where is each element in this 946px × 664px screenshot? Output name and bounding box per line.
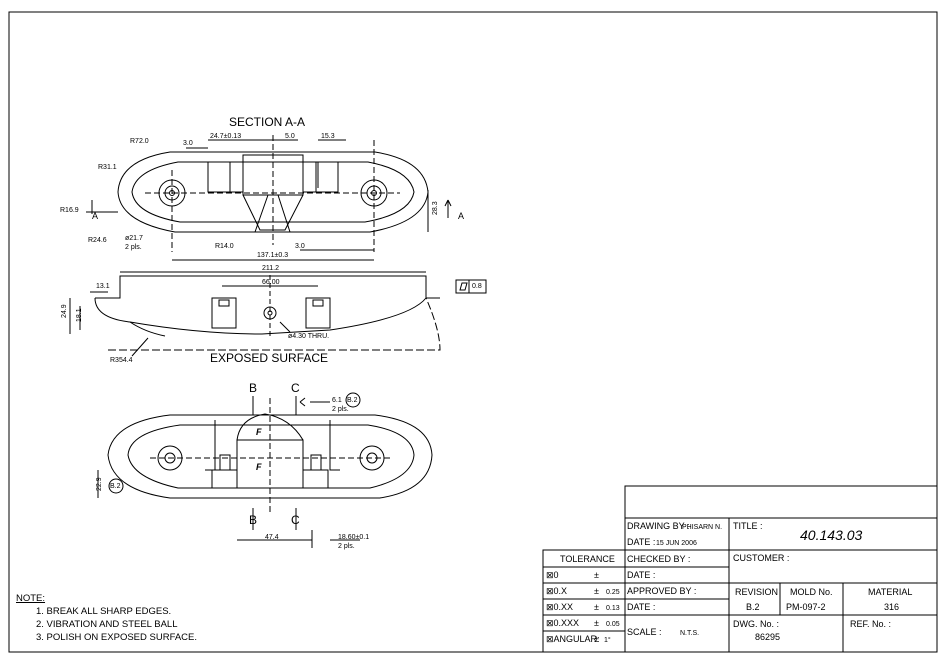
customer-label: CUSTOMER : [733,553,790,563]
section-mark-left: A [92,211,99,221]
tolerance-row-pm: ± [594,634,599,644]
dim-w2112: 211.2 [262,265,279,272]
tolerance-row-value: 0.13 [606,605,620,612]
tolerance-row-label: ⊠0.XX [546,602,574,612]
dim-r31: R31.1 [98,164,117,171]
surface-symbol-bottom: F [256,462,262,472]
dim-r72: R72.0 [130,138,149,145]
tolerance-row-label: ⊠0.X [546,586,568,596]
approved-date-label: DATE : [627,602,656,612]
tolerance-row-pm: ± [594,618,599,628]
revision-value: B.2 [746,602,760,612]
dim-h181: 18.1 [76,308,83,322]
sheet-border [8,11,938,653]
dim-r246: R24.6 [88,237,107,244]
tolerance-row-pm: ± [594,570,599,580]
dwg-value: 86295 [755,632,781,642]
checked-by-label: CHECKED BY : [627,554,691,564]
tag-b2-left: B.2 [110,483,121,490]
notes-block: NOTE: 1. BREAK ALL SHARP EDGES. 2. VIBRA… [16,592,197,644]
tag-b2-top: B.2 [347,397,358,404]
material-label: MATERIAL [868,587,913,597]
notes-heading: NOTE: [16,593,46,604]
exposed-surface-label: EXPOSED SURFACE [210,351,329,365]
dim-w137: 137.1±0.3 [257,252,289,259]
dim-d61: 6.1 [332,397,342,404]
dim-d217: ø21.7 [125,235,143,242]
flatness-tolerance: 0.8 [472,283,482,290]
dim-w153: 15.3 [321,133,335,140]
section-title: SECTION A-A [229,115,306,129]
date-value: 15 JUN 2006 [656,540,697,547]
dim-w50: 5.0 [285,133,295,140]
dim-r169: R16.9 [60,207,79,214]
tolerance-row-pm: ± [594,602,599,612]
title-value: 40.143.03 [800,527,863,543]
view-label-b-top: B [249,381,258,395]
view-label-c-bottom: C [291,513,300,527]
dim-two-pls-a: 2 pls. [125,244,142,251]
checked-date-label: DATE : [627,570,656,580]
dim-r140: R14.0 [215,243,234,250]
tolerance-row-value: 1° [604,637,611,644]
date-label: DATE : [627,537,656,547]
view-label-b-bottom: B [249,513,258,527]
dim-w474: 47.4 [265,534,279,541]
section-mark-right: A [458,211,465,221]
dim-h283: 28.3 [432,201,439,215]
dim-r3544: R354.4 [110,357,133,364]
tolerance-row-value: 0.05 [606,621,620,628]
tolerance-row-label: ⊠0 [546,570,559,580]
note-item: 1. BREAK ALL SHARP EDGES. [36,606,172,617]
tolerance-header: TOLERANCE [560,554,615,564]
dim-w131: 13.1 [96,283,110,290]
dim-w247: 24.7±0.13 [210,133,242,140]
dim-two-pls-c: 2 pls. [338,543,355,550]
bottom-view [97,392,433,548]
surface-symbol-top: F [256,427,262,437]
tolerance-row-value: 0.25 [606,589,620,596]
view-label-c-top: C [291,381,300,395]
tolerance-row-label: ⊠0.XXX [546,618,580,628]
note-item: 3. POLISH ON EXPOSED SURFACE. [36,632,198,643]
approved-by-label: APPROVED BY : [627,586,697,596]
title-block-frame [542,485,938,653]
dwg-label: DWG. No. : [733,619,780,629]
ref-label: REF. No. : [850,619,892,629]
material-value: 316 [884,602,900,612]
dim-w30a: 3.0 [183,140,193,147]
note-item: 2. VIBRATION AND STEEL BALL [36,619,178,630]
revision-label: REVISION [735,587,779,597]
dim-w30b: 3.0 [295,243,305,250]
dim-hole: ø4.30 THRU. [288,333,330,340]
drawing-by-label: DRAWING BY : [627,521,690,531]
scale-label: SCALE : [627,627,662,637]
dim-w1860: 18.60±0.1 [338,534,370,541]
mold-value: PM-097-2 [786,602,826,612]
dim-h229: 22.9 [96,477,103,491]
dim-two-pls-b: 2 pls. [332,406,349,413]
drawing-by-value: PHISARN N. [682,524,723,531]
scale-value: N.T.S. [680,630,700,637]
mold-label: MOLD No. [790,587,833,597]
tolerance-row-pm: ± [594,586,599,596]
dim-w6600: 66.00 [262,279,280,286]
dim-h249: 24.9 [61,304,68,318]
title-label: TITLE : [733,521,763,531]
tolerance-row-label: ⊠ANGULAR: [546,634,600,644]
section-view [86,135,452,261]
side-view [69,271,487,357]
